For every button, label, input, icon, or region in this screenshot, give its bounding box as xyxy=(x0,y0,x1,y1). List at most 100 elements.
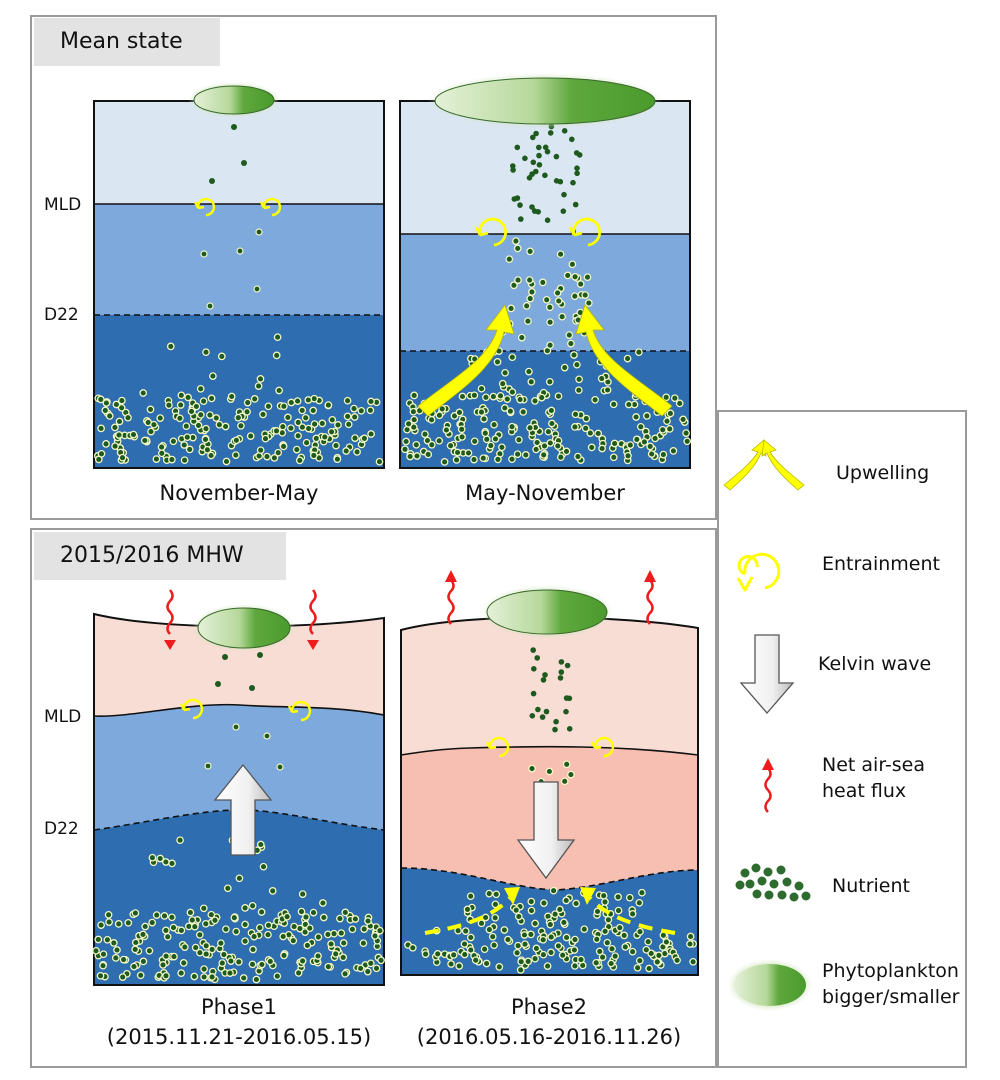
nutrient-dot xyxy=(99,950,108,959)
nutrient-dot xyxy=(505,255,514,264)
nutrient-dot xyxy=(558,659,565,665)
nutrient-dot xyxy=(544,427,553,436)
nutrient-dot xyxy=(314,952,322,960)
nutrient-dot xyxy=(366,406,375,415)
nutrient-dot xyxy=(170,952,178,961)
nutrient-dot xyxy=(689,957,697,966)
nutrient-dot xyxy=(309,406,318,415)
nutrient-dot xyxy=(192,402,201,411)
nutrient-dot xyxy=(531,666,537,672)
phytoplankton-legend-icon xyxy=(728,959,812,1011)
nutrient-dot xyxy=(504,935,512,944)
nutrient-dot xyxy=(620,931,629,940)
nutrient-dot xyxy=(492,890,501,899)
nutrient-dot xyxy=(560,918,568,927)
nutrient-dot xyxy=(527,377,536,386)
nutrient-dot xyxy=(333,455,342,464)
nutrient-dot xyxy=(683,437,692,446)
entrainment-legend-icon xyxy=(736,552,781,592)
nutrient-dot xyxy=(96,395,105,404)
nutrient-dot xyxy=(463,905,472,914)
nutrient-dot xyxy=(506,407,515,416)
nutrient-dot xyxy=(482,393,490,402)
nutrient-dot xyxy=(130,962,138,971)
nutrient-dot xyxy=(231,451,240,459)
nutrient-dot xyxy=(150,420,158,429)
nutrient-dot xyxy=(574,452,582,461)
nutrient-dot xyxy=(206,411,214,419)
nutrient-dot xyxy=(633,963,642,972)
nutrient-dot xyxy=(319,899,327,907)
nutrient-dot xyxy=(507,304,515,313)
nutrient-dot xyxy=(273,333,282,342)
nutrient-dot xyxy=(356,964,365,973)
nutrient-dot xyxy=(450,412,459,420)
nutrient-dot xyxy=(92,946,100,955)
nutrient-dot xyxy=(351,915,360,923)
nutrient-dot xyxy=(645,964,653,973)
nutrient-dot xyxy=(273,972,282,981)
nutrient-dot xyxy=(318,419,327,428)
nutrient-dot xyxy=(320,433,329,441)
legend-phytoplankton-label: Phytoplankton bigger/smaller xyxy=(822,958,959,1010)
nutrient-dot xyxy=(534,655,540,661)
nutrient-dot xyxy=(540,442,549,450)
nutrient-dot xyxy=(500,404,509,412)
nutrient-dot xyxy=(324,401,333,409)
box-phase2 xyxy=(400,570,699,976)
nutrient-dot xyxy=(182,422,191,431)
nutrient-dot xyxy=(539,935,548,944)
nutrient-dot xyxy=(241,920,249,929)
nutrient-dot xyxy=(570,946,579,954)
nutrient-field xyxy=(139,333,283,402)
nutrient-dot xyxy=(539,714,546,720)
nutrient-dot xyxy=(531,919,539,928)
nutrient-dot xyxy=(512,237,520,245)
nutrient-dot xyxy=(237,421,245,430)
nutrient-dot xyxy=(640,438,649,446)
nutrient-dot xyxy=(498,379,507,388)
nutrient-dot xyxy=(601,927,609,936)
nutrient-dot xyxy=(460,940,469,948)
kelvin-wave-legend-icon xyxy=(739,634,795,714)
nutrient-dot xyxy=(624,451,632,460)
nutrient-dot xyxy=(522,302,531,310)
nutrient-dot xyxy=(339,953,348,962)
nutrient-dot xyxy=(232,436,241,445)
nutrient-dot xyxy=(682,429,690,437)
nutrient-dot xyxy=(256,840,265,849)
nutrient-dot xyxy=(427,440,436,449)
nutrient-dot xyxy=(304,396,313,404)
kelvin-wave-down-icon xyxy=(516,781,576,880)
nutrient-dot xyxy=(156,414,165,422)
nutrient-dot xyxy=(558,669,565,675)
phytoplankton-small xyxy=(188,82,280,118)
nutrient-dot xyxy=(628,910,637,918)
nutrient-dot xyxy=(283,912,291,921)
nutrient-dot xyxy=(303,941,312,950)
nutrient-dot xyxy=(327,940,335,948)
nutrient-dot xyxy=(542,295,551,304)
nutrient-dot xyxy=(97,449,106,458)
nutrient-dot xyxy=(662,393,671,402)
nutrient-dot xyxy=(542,144,549,151)
nutrient-dot xyxy=(560,208,567,214)
nutrient-dot xyxy=(493,358,502,366)
nutrient-dot xyxy=(536,152,542,159)
nutrient-dot xyxy=(202,950,211,958)
nutrient-dot xyxy=(500,926,509,934)
nutrient-dot xyxy=(561,128,568,134)
nutrient-dot xyxy=(211,916,219,925)
nutrient-field xyxy=(404,926,697,974)
nutrient-dot xyxy=(165,401,173,410)
nutrient-dot xyxy=(96,971,105,980)
nutrient-dot xyxy=(632,435,641,444)
nutrient-dot xyxy=(152,455,161,463)
nutrient-dot xyxy=(360,434,369,443)
nutrient-dot xyxy=(223,884,232,893)
nutrient-dot xyxy=(183,433,192,442)
caption-may-november: May-November xyxy=(465,481,625,505)
nutrient-dot xyxy=(554,392,563,401)
nutrient-dot xyxy=(599,891,608,900)
box-phase1 xyxy=(92,589,385,986)
